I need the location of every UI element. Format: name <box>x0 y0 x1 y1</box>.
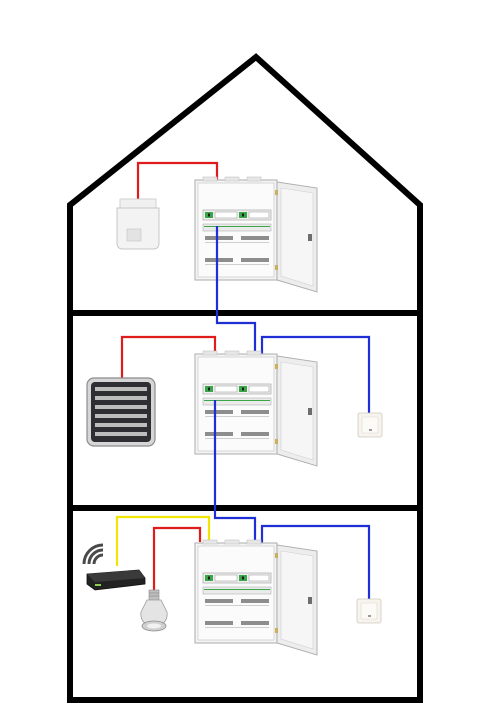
house-outline-icon <box>67 53 423 703</box>
wifi-router-icon <box>82 543 146 591</box>
red-wire <box>120 335 217 378</box>
red-wire <box>136 161 219 199</box>
yellow-wire <box>115 515 211 566</box>
middle-floor <box>86 335 383 467</box>
ground-floor <box>82 515 382 656</box>
ceiling-sensor-icon <box>116 198 160 250</box>
distribution-cabinet-icon <box>194 539 318 656</box>
distribution-cabinet-icon <box>194 176 318 293</box>
red-wire <box>152 526 202 592</box>
heater-radiator-icon <box>86 377 156 447</box>
top-floor <box>116 161 318 293</box>
wall-switch-icon <box>357 412 383 438</box>
light-bulb-icon <box>140 589 168 632</box>
wall-switch-icon <box>356 598 382 624</box>
distribution-cabinet-icon <box>194 350 318 467</box>
